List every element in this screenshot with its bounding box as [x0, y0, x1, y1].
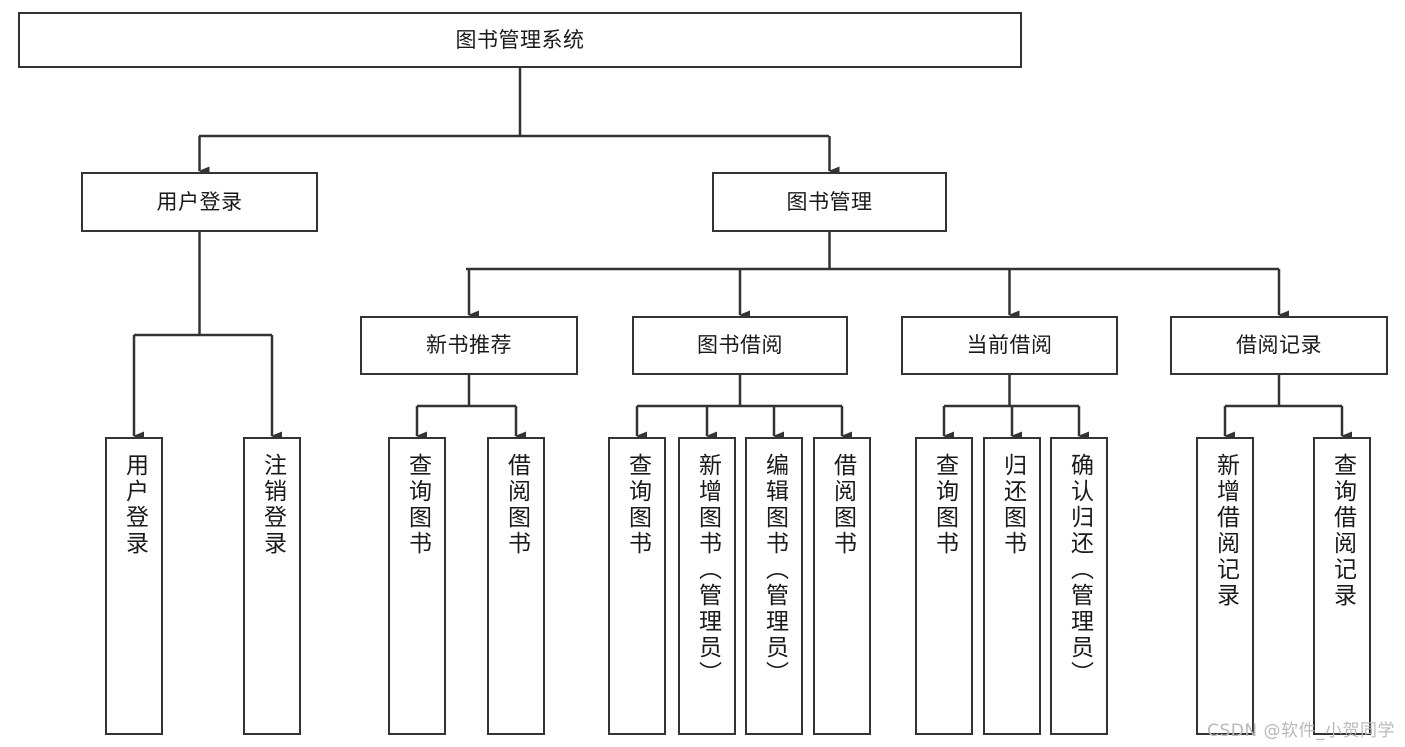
node-label: 新书推荐: [426, 333, 512, 358]
node-leaf-rec-2[interactable]: 查询借阅记录: [1313, 437, 1371, 735]
node-label: 图书管理系统: [455, 27, 585, 52]
node-newbook[interactable]: 新书推荐: [360, 316, 578, 375]
node-label: 新增借阅记录: [1212, 453, 1239, 609]
csdn-watermark: CSDN @软件_小贺同学: [1207, 721, 1395, 741]
node-leaf-new-2[interactable]: 借阅图书: [487, 437, 545, 735]
node-label: 查询图书: [624, 453, 651, 557]
node-leaf-bor-4[interactable]: 借阅图书: [813, 437, 871, 735]
node-label: 借阅记录: [1236, 333, 1322, 358]
node-label: 归还图书: [999, 453, 1026, 557]
node-bookmgmt[interactable]: 图书管理: [712, 172, 947, 232]
node-label: 用户登录: [121, 453, 148, 557]
node-leaf-bor-1[interactable]: 查询图书: [608, 437, 666, 735]
node-label: 注销登录: [259, 453, 286, 557]
node-current[interactable]: 当前借阅: [901, 316, 1118, 375]
node-label: 确认归还（管理员）: [1066, 453, 1093, 687]
node-label: 当前借阅: [966, 333, 1053, 358]
node-label: 查询借阅记录: [1329, 453, 1356, 609]
node-label: 借阅图书: [503, 453, 530, 557]
node-leaf-rec-1[interactable]: 新增借阅记录: [1196, 437, 1254, 735]
node-label: 查询图书: [931, 453, 958, 557]
node-leaf-bor-3[interactable]: 编辑图书（管理员）: [745, 437, 803, 735]
node-leaf-login-1[interactable]: 用户登录: [105, 437, 163, 735]
node-borrow[interactable]: 图书借阅: [632, 316, 848, 375]
node-leaf-login-2[interactable]: 注销登录: [243, 437, 301, 735]
node-records[interactable]: 借阅记录: [1170, 316, 1388, 375]
node-label: 新增图书（管理员）: [694, 453, 721, 687]
node-label: 图书借阅: [697, 333, 783, 358]
node-leaf-new-1[interactable]: 查询图书: [388, 437, 446, 735]
node-login[interactable]: 用户登录: [81, 172, 318, 232]
node-label: 图书管理: [786, 189, 873, 214]
node-label: 用户登录: [156, 189, 243, 214]
node-leaf-bor-2[interactable]: 新增图书（管理员）: [678, 437, 736, 735]
node-leaf-cur-2[interactable]: 归还图书: [983, 437, 1041, 735]
node-label: 查询图书: [404, 453, 431, 557]
node-label: 编辑图书（管理员）: [761, 453, 788, 687]
node-leaf-cur-1[interactable]: 查询图书: [915, 437, 973, 735]
node-root[interactable]: 图书管理系统: [18, 12, 1022, 68]
node-label: 借阅图书: [829, 453, 856, 557]
node-leaf-cur-3[interactable]: 确认归还（管理员）: [1050, 437, 1108, 735]
